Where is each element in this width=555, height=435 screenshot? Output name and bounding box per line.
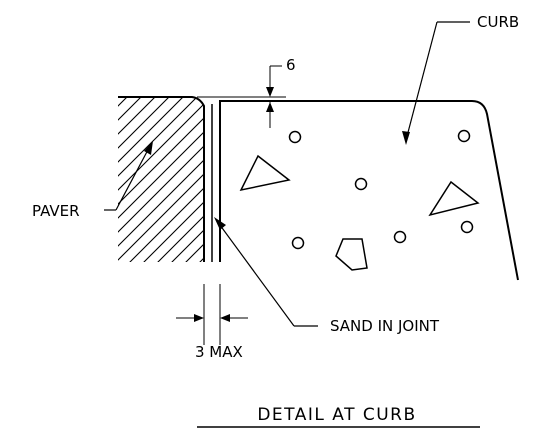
- aggregate-circle: [393, 230, 407, 244]
- aggregate-circle: [354, 177, 368, 191]
- dim-3-max-callout: [176, 284, 248, 345]
- curb-outline: [219, 100, 519, 281]
- dim-6-callout: [197, 65, 286, 128]
- dim-3-max-label: 3 MAX: [195, 343, 243, 361]
- curb-leader: [402, 21, 470, 145]
- detail-title: DETAIL AT CURB: [257, 405, 416, 425]
- dim-6-label: 6: [286, 56, 296, 74]
- curb-label: CURB: [477, 13, 519, 31]
- curb-aggregate: [239, 129, 480, 271]
- aggregate-circle: [288, 130, 302, 144]
- sand-in-joint-label: SAND IN JOINT: [330, 317, 440, 335]
- aggregate-triangle: [239, 154, 291, 192]
- aggregate-triangle: [428, 180, 480, 217]
- paver-label: PAVER: [32, 202, 80, 220]
- aggregate-stone: [335, 238, 368, 271]
- aggregate-circle: [460, 220, 474, 234]
- aggregate-circle: [291, 236, 305, 250]
- sand-joint-leader: [214, 217, 318, 327]
- aggregate-circle: [457, 129, 471, 143]
- paver-leader: [104, 141, 153, 211]
